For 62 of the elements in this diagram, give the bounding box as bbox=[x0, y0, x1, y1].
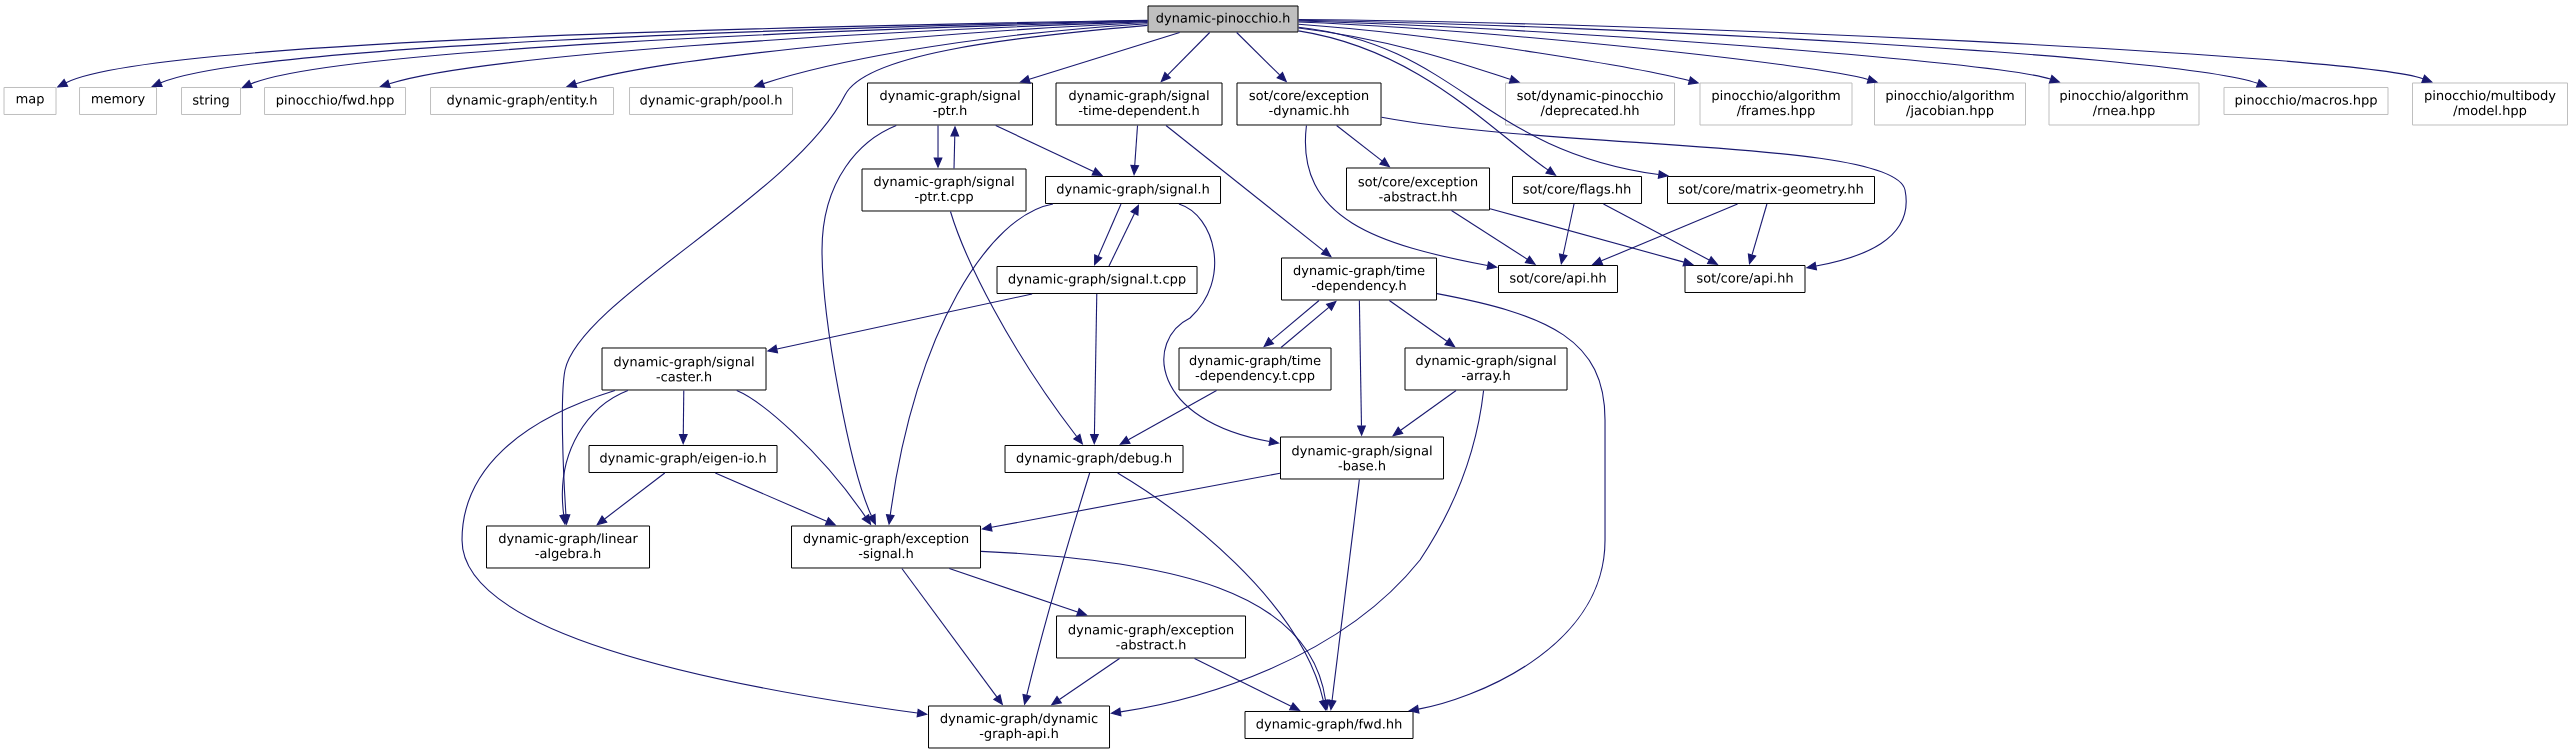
arrow bbox=[379, 21, 1149, 89]
file-box: dynamic-graph/entity.h bbox=[430, 87, 614, 115]
arrow bbox=[1327, 478, 1360, 711]
arrow bbox=[1558, 203, 1575, 265]
file-box: dynamic-graph/exception -signal.h bbox=[791, 525, 981, 569]
file-box: dynamic-graph/debug.h bbox=[1004, 445, 1184, 473]
arrow bbox=[1408, 293, 1606, 714]
arrow bbox=[1130, 124, 1140, 176]
file-box: memory bbox=[79, 87, 157, 115]
file-box: dynamic-graph/eigen-io.h bbox=[588, 445, 778, 473]
file-box: sot/core/exception -abstract.hh bbox=[1346, 167, 1490, 211]
arrow bbox=[678, 389, 688, 445]
arrow bbox=[1163, 203, 1280, 446]
file-box: dynamic-graph/time -dependency.t.cpp bbox=[1178, 347, 1332, 391]
file-box: sot/core/flags.hh bbox=[1512, 176, 1642, 204]
arrow bbox=[981, 472, 1281, 532]
arrow bbox=[980, 550, 1331, 711]
arrow bbox=[1110, 389, 1485, 717]
arrow bbox=[1747, 203, 1768, 265]
file-box: sot/core/api.hh bbox=[1498, 265, 1618, 293]
file-box: pinocchio/macros.hpp bbox=[2223, 87, 2389, 115]
file-box: dynamic-graph/signal -ptr.t.cpp bbox=[861, 168, 1027, 212]
file-box: pinocchio/algorithm /frames.hpp bbox=[1699, 82, 1853, 126]
arrow bbox=[1165, 124, 1332, 258]
arrow bbox=[1388, 299, 1456, 348]
arrow bbox=[1380, 116, 1907, 271]
file-box: pinocchio/algorithm /jacobian.hpp bbox=[1874, 82, 2026, 126]
file-box: string bbox=[181, 87, 241, 115]
file-box: sot/core/api.hh bbox=[1684, 265, 1806, 293]
file-box: dynamic-graph/signal -time-dependent.h bbox=[1055, 82, 1223, 126]
arrow bbox=[461, 389, 928, 718]
arrow bbox=[1263, 299, 1320, 348]
file-box: dynamic-graph/signal.t.cpp bbox=[996, 266, 1198, 294]
file-box: dynamic-pinocchio.h bbox=[1147, 5, 1299, 33]
file-box: pinocchio/algorithm /rnea.hpp bbox=[2048, 82, 2200, 126]
arrow bbox=[596, 472, 666, 526]
file-box: dynamic-graph/signal -caster.h bbox=[601, 347, 767, 391]
file-box: dynamic-graph/fwd.hh bbox=[1244, 711, 1414, 739]
file-box: sot/core/matrix-geometry.hh bbox=[1667, 176, 1875, 204]
arrow bbox=[1280, 300, 1337, 349]
file-box: dynamic-graph/time -dependency.h bbox=[1281, 257, 1437, 301]
file-box: map bbox=[3, 87, 57, 115]
file-box: dynamic-graph/linear -algebra.h bbox=[486, 525, 650, 569]
arrow bbox=[1119, 389, 1218, 445]
arrow bbox=[1108, 204, 1139, 267]
arrow bbox=[1094, 203, 1122, 266]
arrow bbox=[1297, 19, 2433, 83]
arrow bbox=[1019, 31, 1181, 84]
file-box: dynamic-graph/dynamic -graph-api.h bbox=[928, 705, 1110, 749]
file-box: dynamic-graph/signal -ptr.h bbox=[867, 82, 1033, 126]
file-box: dynamic-graph/pool.h bbox=[629, 87, 793, 115]
file-box: dynamic-graph/exception -abstract.h bbox=[1056, 615, 1246, 659]
arrow bbox=[1392, 389, 1457, 437]
arrow bbox=[1117, 472, 1328, 711]
file-box: sot/dynamic-pinocchio /deprecated.hh bbox=[1505, 82, 1675, 126]
file-box: dynamic-graph/signal -base.h bbox=[1280, 436, 1444, 480]
file-box: dynamic-graph/signal -array.h bbox=[1404, 347, 1568, 391]
arrow bbox=[1297, 30, 1557, 176]
file-box: dynamic-graph/signal.h bbox=[1045, 176, 1221, 204]
file-box: pinocchio/fwd.hpp bbox=[264, 87, 406, 115]
file-box: pinocchio/multibody /model.hpp bbox=[2412, 82, 2568, 126]
file-box: sot/core/exception -dynamic.hh bbox=[1236, 82, 1382, 126]
